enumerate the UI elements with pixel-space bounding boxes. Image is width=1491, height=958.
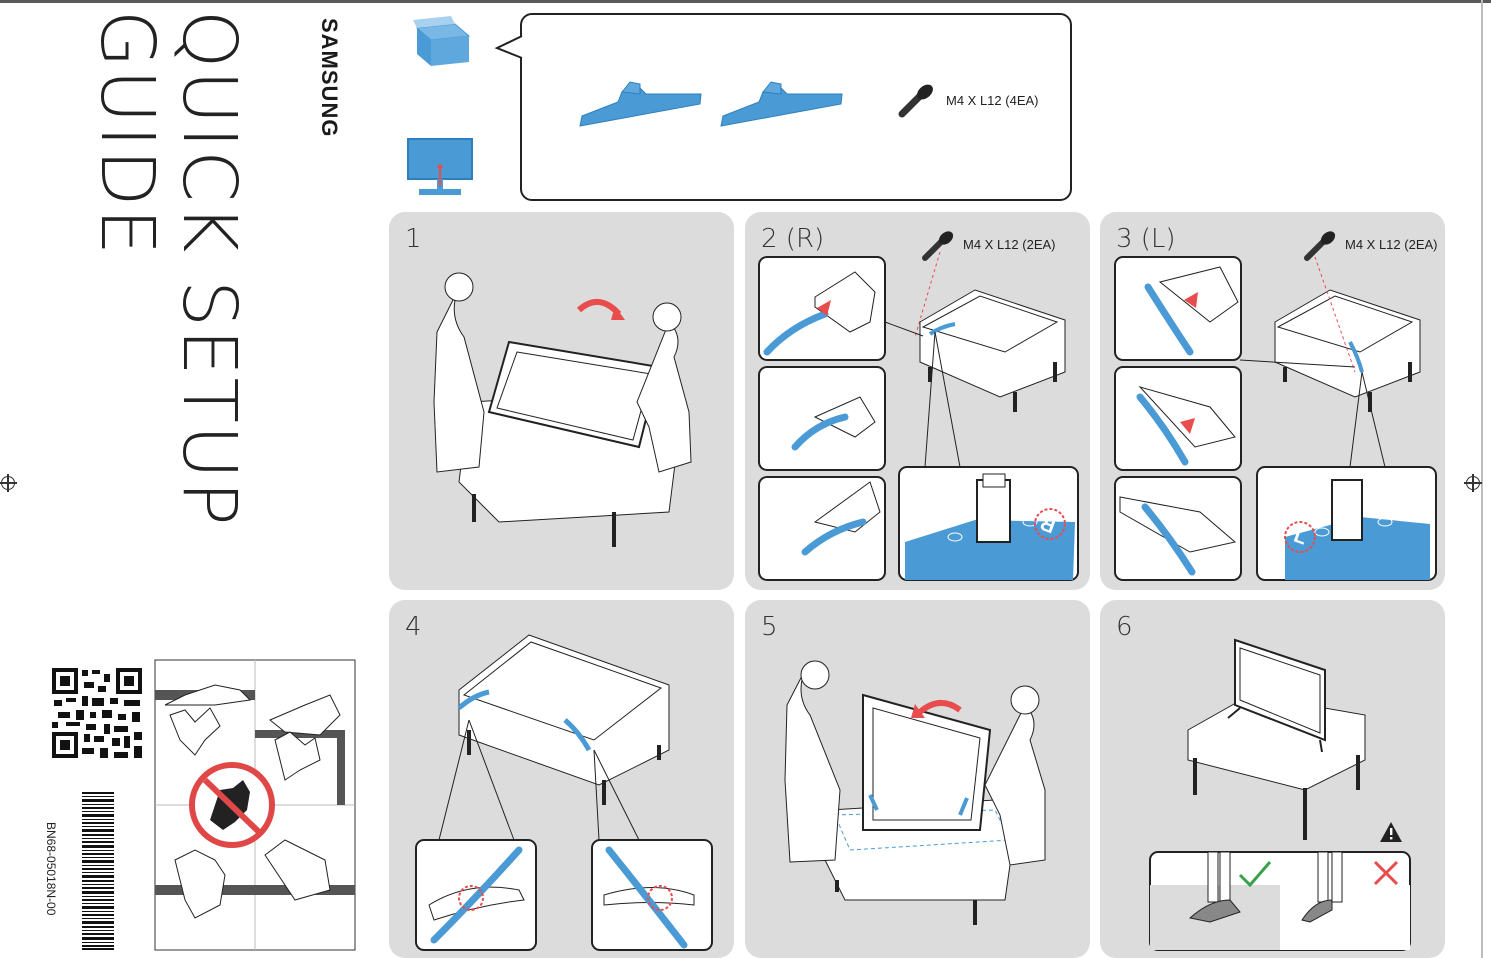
barcode xyxy=(82,792,114,950)
step-4-illustration xyxy=(415,634,713,951)
registration-mark-left xyxy=(0,474,17,492)
step-2-screw-label: M4 X L12 (2EA) xyxy=(963,237,1056,252)
step-2-screw-icon xyxy=(922,231,954,261)
step-6-number: 6 xyxy=(1116,612,1133,642)
step-5-panel: 5 xyxy=(745,600,1090,958)
guide-title: QUICK SETUP GUIDE xyxy=(40,10,280,528)
step-2-illustration xyxy=(758,251,1079,581)
parts-screw-label: M4 X L12 (4EA) xyxy=(946,93,1039,108)
step-4-panel: 4 xyxy=(389,600,734,958)
top-border xyxy=(0,0,1491,3)
step-4-number: 4 xyxy=(405,612,422,642)
step-2-panel: 2 (R) M4 X L12 (2EA) R xyxy=(745,212,1090,590)
screw-icon xyxy=(898,84,933,118)
step-5-illustration xyxy=(784,660,1046,925)
brand-logo: SAMSUNG xyxy=(317,18,342,138)
step-3-illustration xyxy=(1114,256,1437,581)
right-border xyxy=(1481,0,1483,958)
step-1-illustration xyxy=(433,272,692,547)
step-3-screw-label: M4 X L12 (2EA) xyxy=(1345,237,1438,252)
parts-box-pointer xyxy=(494,35,523,59)
screen-handling-warning xyxy=(154,659,356,951)
registration-mark-right xyxy=(1464,474,1482,492)
title-line-2: GUIDE xyxy=(84,10,170,258)
step-6-panel: 6 xyxy=(1100,600,1445,958)
qr-code xyxy=(52,668,142,758)
step-5-number: 5 xyxy=(761,612,778,642)
step-3-number: 3 (L) xyxy=(1116,224,1176,254)
step-3-panel: 3 (L) M4 X L12 (2EA) L xyxy=(1100,212,1445,590)
step-1-number: 1 xyxy=(405,224,422,254)
tv-icon xyxy=(407,138,473,195)
step-6-illustration xyxy=(1149,638,1411,951)
step-2-number: 2 (R) xyxy=(761,224,825,254)
title-line-1: QUICK SETUP xyxy=(166,10,252,528)
stand-leg-left-part xyxy=(579,81,702,127)
part-code: BN68-05018N-00 xyxy=(44,822,58,916)
step-1-panel: 1 xyxy=(389,212,734,590)
stand-leg-right-part xyxy=(720,81,843,127)
step-3-screw-icon xyxy=(1304,231,1336,261)
tv-box-icon xyxy=(413,16,471,66)
